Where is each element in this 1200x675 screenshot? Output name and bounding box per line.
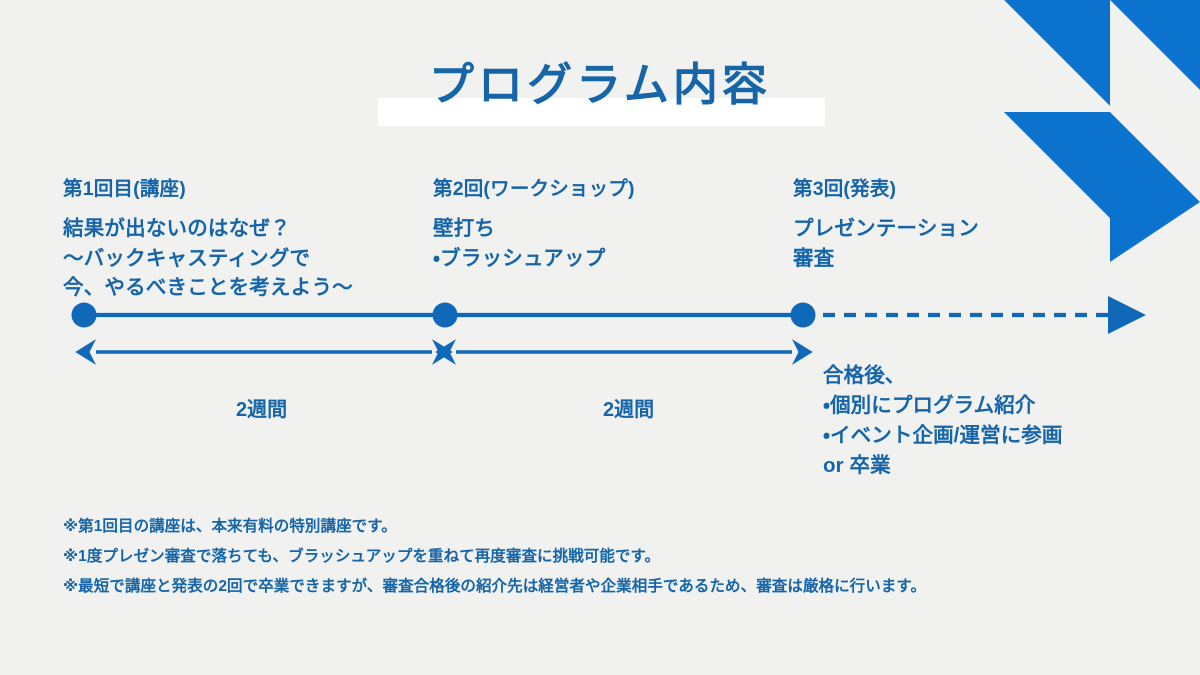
milestone-dot-2 xyxy=(432,302,458,328)
page-title: プログラム内容 xyxy=(428,59,771,110)
interval-label-1: 2週間 xyxy=(236,399,288,421)
footnote-1: ※第1回目の講座は、本来有料の特別講座です。 xyxy=(63,518,397,535)
milestone-2-line-2: ・ブラッシュアップ xyxy=(433,246,606,270)
outcome-block: 合格後、 ・個別にプログラム紹介 ・イベント企画/運営に参画 or 卒業 xyxy=(823,361,1063,482)
milestone-dot-1 xyxy=(71,302,97,328)
outcome-line-4: or 卒業 xyxy=(823,454,891,478)
milestone-3-heading: 第3回(発表) xyxy=(793,178,897,200)
outcome-line-3: ・イベント企画/運営に参画 xyxy=(823,424,1063,448)
footnote-3: ※最短で講座と発表の2回で卒業できますが、審査合格後の紹介先は経営者や企業相手で… xyxy=(63,577,927,595)
outcome-line-2: ・個別にプログラム紹介 xyxy=(823,394,1036,418)
milestone-1-line-3: 今、やるべきことを考えよう〜 xyxy=(63,276,353,300)
milestone-1-line-1: 結果が出ないのはなぜ？ xyxy=(63,217,291,240)
milestone-column-2: 第2回(ワークショップ) 壁打ち ・ブラッシュアップ xyxy=(433,172,635,273)
interval-label-2: 2週間 xyxy=(603,399,655,421)
milestone-3-line-1: プレゼンテーション xyxy=(793,217,979,240)
milestone-2-line-1: 壁打ち xyxy=(433,217,496,240)
timeline-end-arrowhead xyxy=(1108,296,1146,334)
milestone-1-line-2: 〜バックキャスティングで xyxy=(63,246,311,270)
milestone-column-1: 第1回目(講座) 結果が出ないのはなぜ？ 〜バックキャスティングで 今、やるべき… xyxy=(63,172,353,303)
footnote-2: ※1度プレゼン審査で落ちても、ブラッシュアップを重ねて再度審査に挑戦可能です。 xyxy=(63,547,661,565)
timeline-graphic xyxy=(71,296,1146,365)
title-highlight-band xyxy=(378,98,825,126)
milestone-1-heading: 第1回目(講座) xyxy=(63,178,186,200)
milestone-dot-3 xyxy=(790,302,816,328)
milestone-3-line-2: 審査 xyxy=(793,246,835,270)
outcome-line-1: 合格後、 xyxy=(823,364,906,387)
milestone-column-3: 第3回(発表) プレゼンテーション 審査 xyxy=(793,172,979,273)
footnote-list: ※第1回目の講座は、本来有料の特別講座です。 ※1度プレゼン審査で落ちても、ブラ… xyxy=(63,512,926,601)
milestone-2-heading: 第2回(ワークショップ) xyxy=(433,178,635,200)
